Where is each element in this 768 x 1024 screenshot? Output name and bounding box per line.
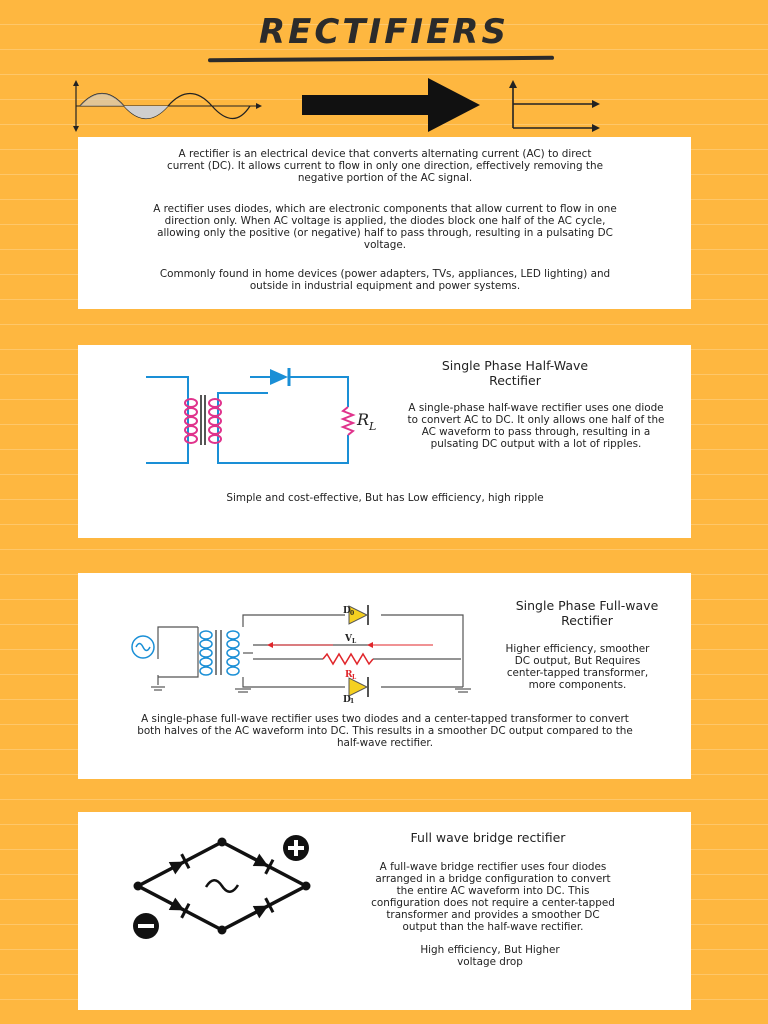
full-wave-card: D 0 D 1 V L R L Single Phase Full-wave R… [78, 573, 691, 779]
resistor-icon [340, 406, 356, 436]
bridge-diode-top-left-icon [168, 853, 191, 875]
diode-d0-icon [348, 605, 369, 625]
load-resistor-icon [322, 652, 374, 666]
diode-icon [250, 368, 291, 386]
full-wave-pros-cons: Higher efficiency, smoother DC output, B… [505, 643, 650, 691]
intro-card: A rectifier is an electrical device that… [78, 137, 691, 309]
dc-output-icon [509, 80, 600, 132]
minus-icon [133, 913, 159, 939]
half-wave-card: R L Single Phase Half-Wave Rectifier A s… [78, 345, 691, 538]
bridge-diode-bottom-right-icon [252, 897, 275, 919]
intro-paragraph-3: Commonly found in home devices (power ad… [159, 268, 611, 292]
transformer-icon [184, 395, 222, 445]
current-arrows-icon [267, 642, 433, 648]
bridge-card: Full wave bridge rectifier A full-wave b… [78, 812, 691, 1010]
d1-label: D [343, 695, 351, 703]
half-wave-circuit-diagram: R L [146, 368, 376, 464]
full-wave-title: Single Phase Full-wave Rectifier [515, 598, 659, 628]
bridge-diode-bottom-left-icon [168, 897, 191, 919]
half-wave-description: A single-phase half-wave rectifier uses … [407, 402, 665, 450]
ac-to-dc-graphic [73, 78, 600, 132]
center-tap-transformer-icon [199, 630, 240, 676]
rl-subscript: L [352, 674, 357, 681]
intro-paragraph-1: A rectifier is an electrical device that… [167, 148, 603, 184]
resistor-label: R [356, 410, 369, 429]
bridge-diode-top-right-icon [252, 853, 275, 875]
bridge-title: Full wave bridge rectifier [410, 830, 566, 845]
diode-d1-icon [348, 677, 369, 697]
rl-label: R [345, 670, 353, 680]
bridge-note: High efficiency, But Higher voltage drop [420, 944, 560, 968]
vl-label: V [344, 634, 353, 644]
page-title: RECTIFIERS [259, 12, 509, 52]
ac-source-icon [131, 635, 155, 659]
full-wave-description: A single-phase full-wave rectifier uses … [137, 713, 633, 749]
half-wave-note: Simple and cost-effective, But has Low e… [226, 492, 544, 504]
resistor-subscript: L [368, 420, 376, 433]
d0-label: D [343, 606, 351, 616]
full-wave-circuit-diagram: D 0 D 1 V L R L [131, 605, 471, 703]
ac-symbol-icon [204, 879, 240, 893]
half-wave-title: Single Phase Half-Wave Rectifier [441, 358, 589, 388]
intro-paragraph-2: A rectifier uses diodes, which are elect… [153, 203, 617, 251]
vl-subscript: L [352, 638, 357, 645]
plus-icon [283, 835, 309, 861]
d0-subscript: 0 [350, 610, 354, 617]
d1-subscript: 1 [350, 698, 354, 703]
ac-waveform-icon [73, 80, 262, 132]
bridge-rectifier-diagram [133, 835, 311, 939]
right-arrow-icon [302, 78, 480, 132]
bridge-description: A full-wave bridge rectifier uses four d… [371, 861, 615, 933]
title-underline [207, 55, 555, 63]
